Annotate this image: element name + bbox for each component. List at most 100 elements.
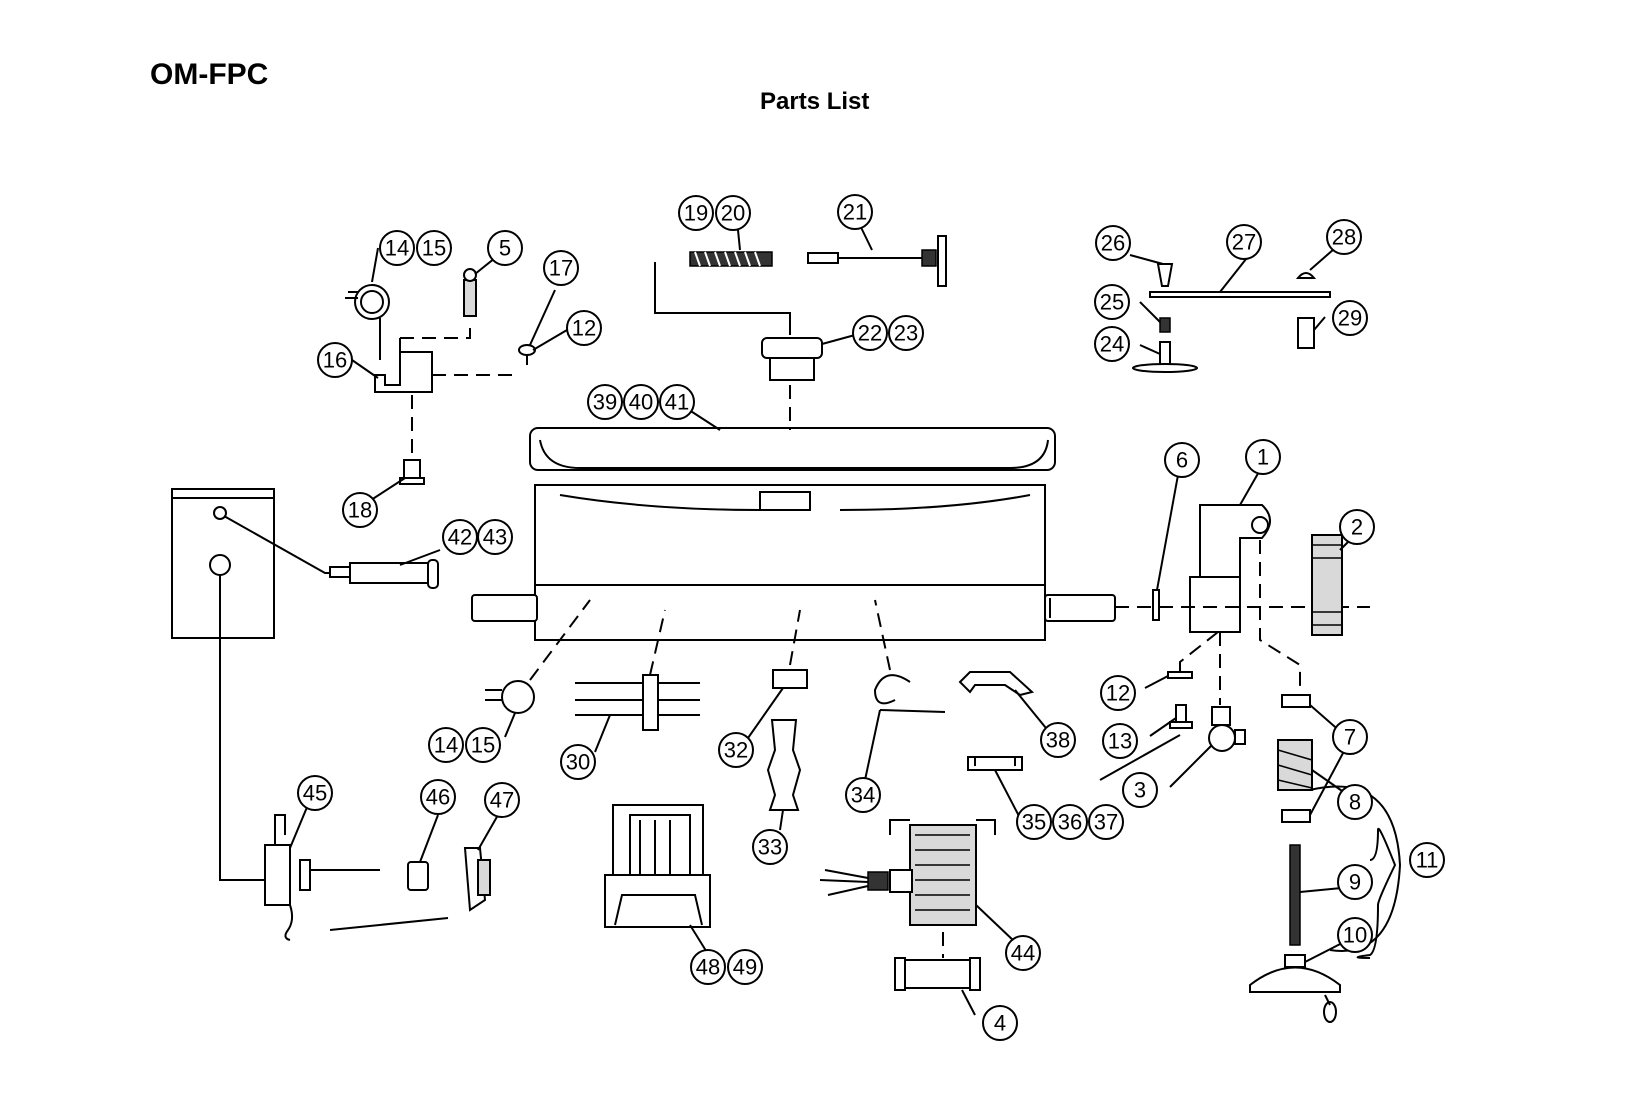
basket-hanger-assembly: [1132, 263, 1331, 373]
callout-49: 49: [727, 949, 763, 985]
callout-label: 11: [1416, 848, 1439, 873]
crank-assembly: [1249, 694, 1341, 1023]
callout-label: 13: [1108, 729, 1132, 754]
callout-label: 24: [1100, 332, 1124, 357]
callout-2: 2: [1339, 509, 1375, 545]
callout-label: 26: [1101, 231, 1125, 256]
callout-14b: 14: [428, 727, 464, 763]
control-box: [171, 488, 330, 881]
handle-22-23: [761, 337, 823, 381]
callout-label: 27: [1232, 230, 1256, 255]
callout-label: 14: [385, 236, 409, 261]
callout-5: 5: [487, 230, 523, 266]
callout-29: 29: [1332, 300, 1368, 336]
callout-label: 12: [572, 316, 596, 341]
callout-label: 25: [1100, 290, 1124, 315]
callout-10: 10: [1337, 917, 1373, 953]
callout-23: 23: [888, 315, 924, 351]
callout-12b: 12: [1100, 675, 1136, 711]
callout-37: 37: [1088, 804, 1124, 840]
callout-8: 8: [1337, 784, 1373, 820]
callout-label: 45: [303, 781, 327, 806]
callout-3: 3: [1122, 772, 1158, 808]
callout-label: 8: [1349, 790, 1361, 815]
callout-label: 36: [1058, 810, 1082, 835]
callout-label: 37: [1094, 810, 1118, 835]
callout-14a: 14: [379, 230, 415, 266]
callout-label: 1: [1257, 445, 1269, 470]
callout-label: 42: [448, 525, 472, 550]
callout-42: 42: [442, 519, 478, 555]
callout-label: 34: [851, 783, 875, 808]
callout-9: 9: [1337, 864, 1373, 900]
callout-27: 27: [1226, 224, 1262, 260]
callout-41: 41: [659, 384, 695, 420]
part-4: [894, 957, 981, 991]
callout-13: 13: [1102, 723, 1138, 759]
leader-lines: [289, 214, 1402, 1016]
callout-label: 3: [1134, 778, 1146, 803]
callout-20: 20: [715, 195, 751, 231]
callout-46: 46: [420, 779, 456, 815]
callout-35: 35: [1016, 804, 1052, 840]
callout-6: 6: [1164, 442, 1200, 478]
callout-1: 1: [1245, 439, 1281, 475]
callout-label: 40: [629, 390, 653, 415]
thermostat-bulb-clip: [485, 599, 591, 714]
model-code: OM-FPC: [150, 58, 269, 91]
callout-label: 14: [434, 733, 458, 758]
callout-label: 21: [843, 200, 867, 225]
callout-34: 34: [845, 777, 881, 813]
callout-label: 17: [549, 256, 573, 281]
callout-22: 22: [852, 315, 888, 351]
callout-label: 12: [1106, 681, 1130, 706]
callout-label: 16: [323, 348, 347, 373]
part-34: [873, 599, 946, 713]
callout-label: 9: [1349, 870, 1361, 895]
callout-label: 49: [733, 955, 757, 980]
callout-label: 23: [894, 321, 918, 346]
callout-48: 48: [690, 949, 726, 985]
callout-label: 39: [593, 390, 617, 415]
callout-4: 4: [982, 1005, 1018, 1041]
callout-label: 28: [1332, 225, 1356, 250]
callout-16: 16: [317, 342, 353, 378]
callout-label: 15: [422, 236, 446, 261]
callout-label: 43: [483, 525, 507, 550]
callout-label: 48: [696, 955, 720, 980]
callout-24: 24: [1094, 326, 1130, 362]
callout-17: 17: [543, 250, 579, 286]
callout-label: 32: [724, 738, 748, 763]
callout-26: 26: [1095, 225, 1131, 261]
callout-label: 46: [426, 785, 450, 810]
callout-label: 47: [490, 788, 514, 813]
callout-label: 30: [566, 750, 590, 775]
callout-label: 4: [994, 1011, 1006, 1036]
transformer-44: [819, 819, 996, 958]
fryer-body: [471, 427, 1116, 641]
callout-label: 6: [1176, 448, 1188, 473]
right-bracket-assembly: [1115, 504, 1370, 705]
thermostat-45-46-47: [264, 814, 491, 941]
callout-32: 32: [718, 732, 754, 768]
callout-28: 28: [1326, 219, 1362, 255]
callout-label: 41: [665, 390, 689, 415]
callout-40: 40: [623, 384, 659, 420]
callout-label: 5: [499, 236, 511, 261]
callout-label: 15: [471, 733, 495, 758]
callout-label: 33: [758, 835, 782, 860]
callout-15b: 15: [465, 727, 501, 763]
callout-25: 25: [1094, 284, 1130, 320]
callout-label: 44: [1011, 941, 1035, 966]
callout-44: 44: [1005, 935, 1041, 971]
callout-label: 19: [684, 201, 708, 226]
thermostat-bracket-group: [345, 268, 536, 485]
page-title: Parts List: [760, 88, 870, 115]
part-35-36-37: [967, 756, 1023, 771]
callout-39: 39: [587, 384, 623, 420]
callout-label: 35: [1022, 810, 1046, 835]
callout-label: 10: [1343, 923, 1367, 948]
bracket-fasteners: [1167, 671, 1246, 752]
callout-33: 33: [752, 829, 788, 865]
callout-15a: 15: [416, 230, 452, 266]
